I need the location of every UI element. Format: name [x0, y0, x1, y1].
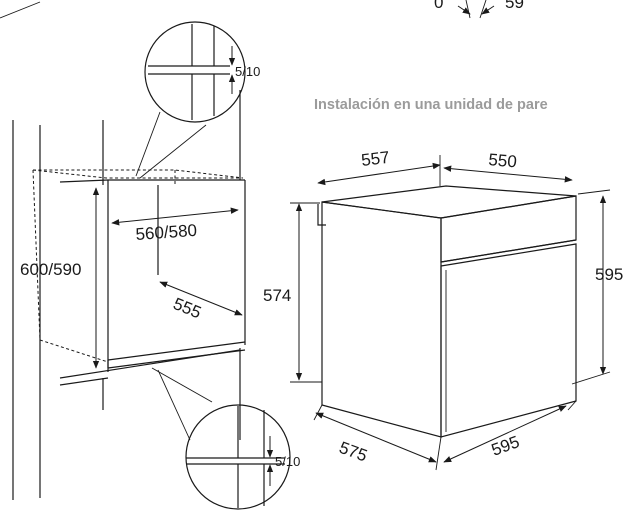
oven-bottom-depth-label: 575 — [337, 438, 370, 466]
wall-cabinet — [12, 90, 246, 500]
oven-body — [317, 185, 577, 438]
oven-bottom-depth-line — [315, 412, 437, 463]
top-left-label: 0 — [434, 0, 443, 12]
cabinet-depth-line — [159, 281, 243, 316]
top-partial-drawing: 0 59 — [0, 0, 524, 19]
bottom-gap-detail: 5/10 — [151, 367, 300, 510]
top-right-label: 59 — [505, 0, 524, 12]
oven-bottom-width-label: 595 — [489, 432, 522, 460]
oven-front-height-label: 595 — [595, 265, 623, 284]
top-gap-label: 5/10 — [235, 64, 260, 79]
oven-top-depth-line — [317, 162, 441, 186]
cabinet-depth-label: 555 — [171, 294, 204, 322]
oven-top-width-line — [443, 165, 573, 183]
cabinet-height-label: 600/590 — [20, 260, 81, 279]
oven-top-width-label: 550 — [488, 150, 518, 171]
top-gap-detail: 5/10 — [135, 21, 260, 179]
oven-top-depth-label: 557 — [360, 148, 390, 170]
oven-bottom-width-line — [443, 405, 567, 463]
bottom-gap-label: 5/10 — [275, 454, 300, 469]
installation-caption: Instalación en una unidad de pare — [314, 97, 548, 113]
cabinet-width-label: 560/580 — [135, 221, 198, 244]
oven-body-height-label: 574 — [263, 286, 291, 305]
cabinet-width-line — [111, 207, 239, 226]
